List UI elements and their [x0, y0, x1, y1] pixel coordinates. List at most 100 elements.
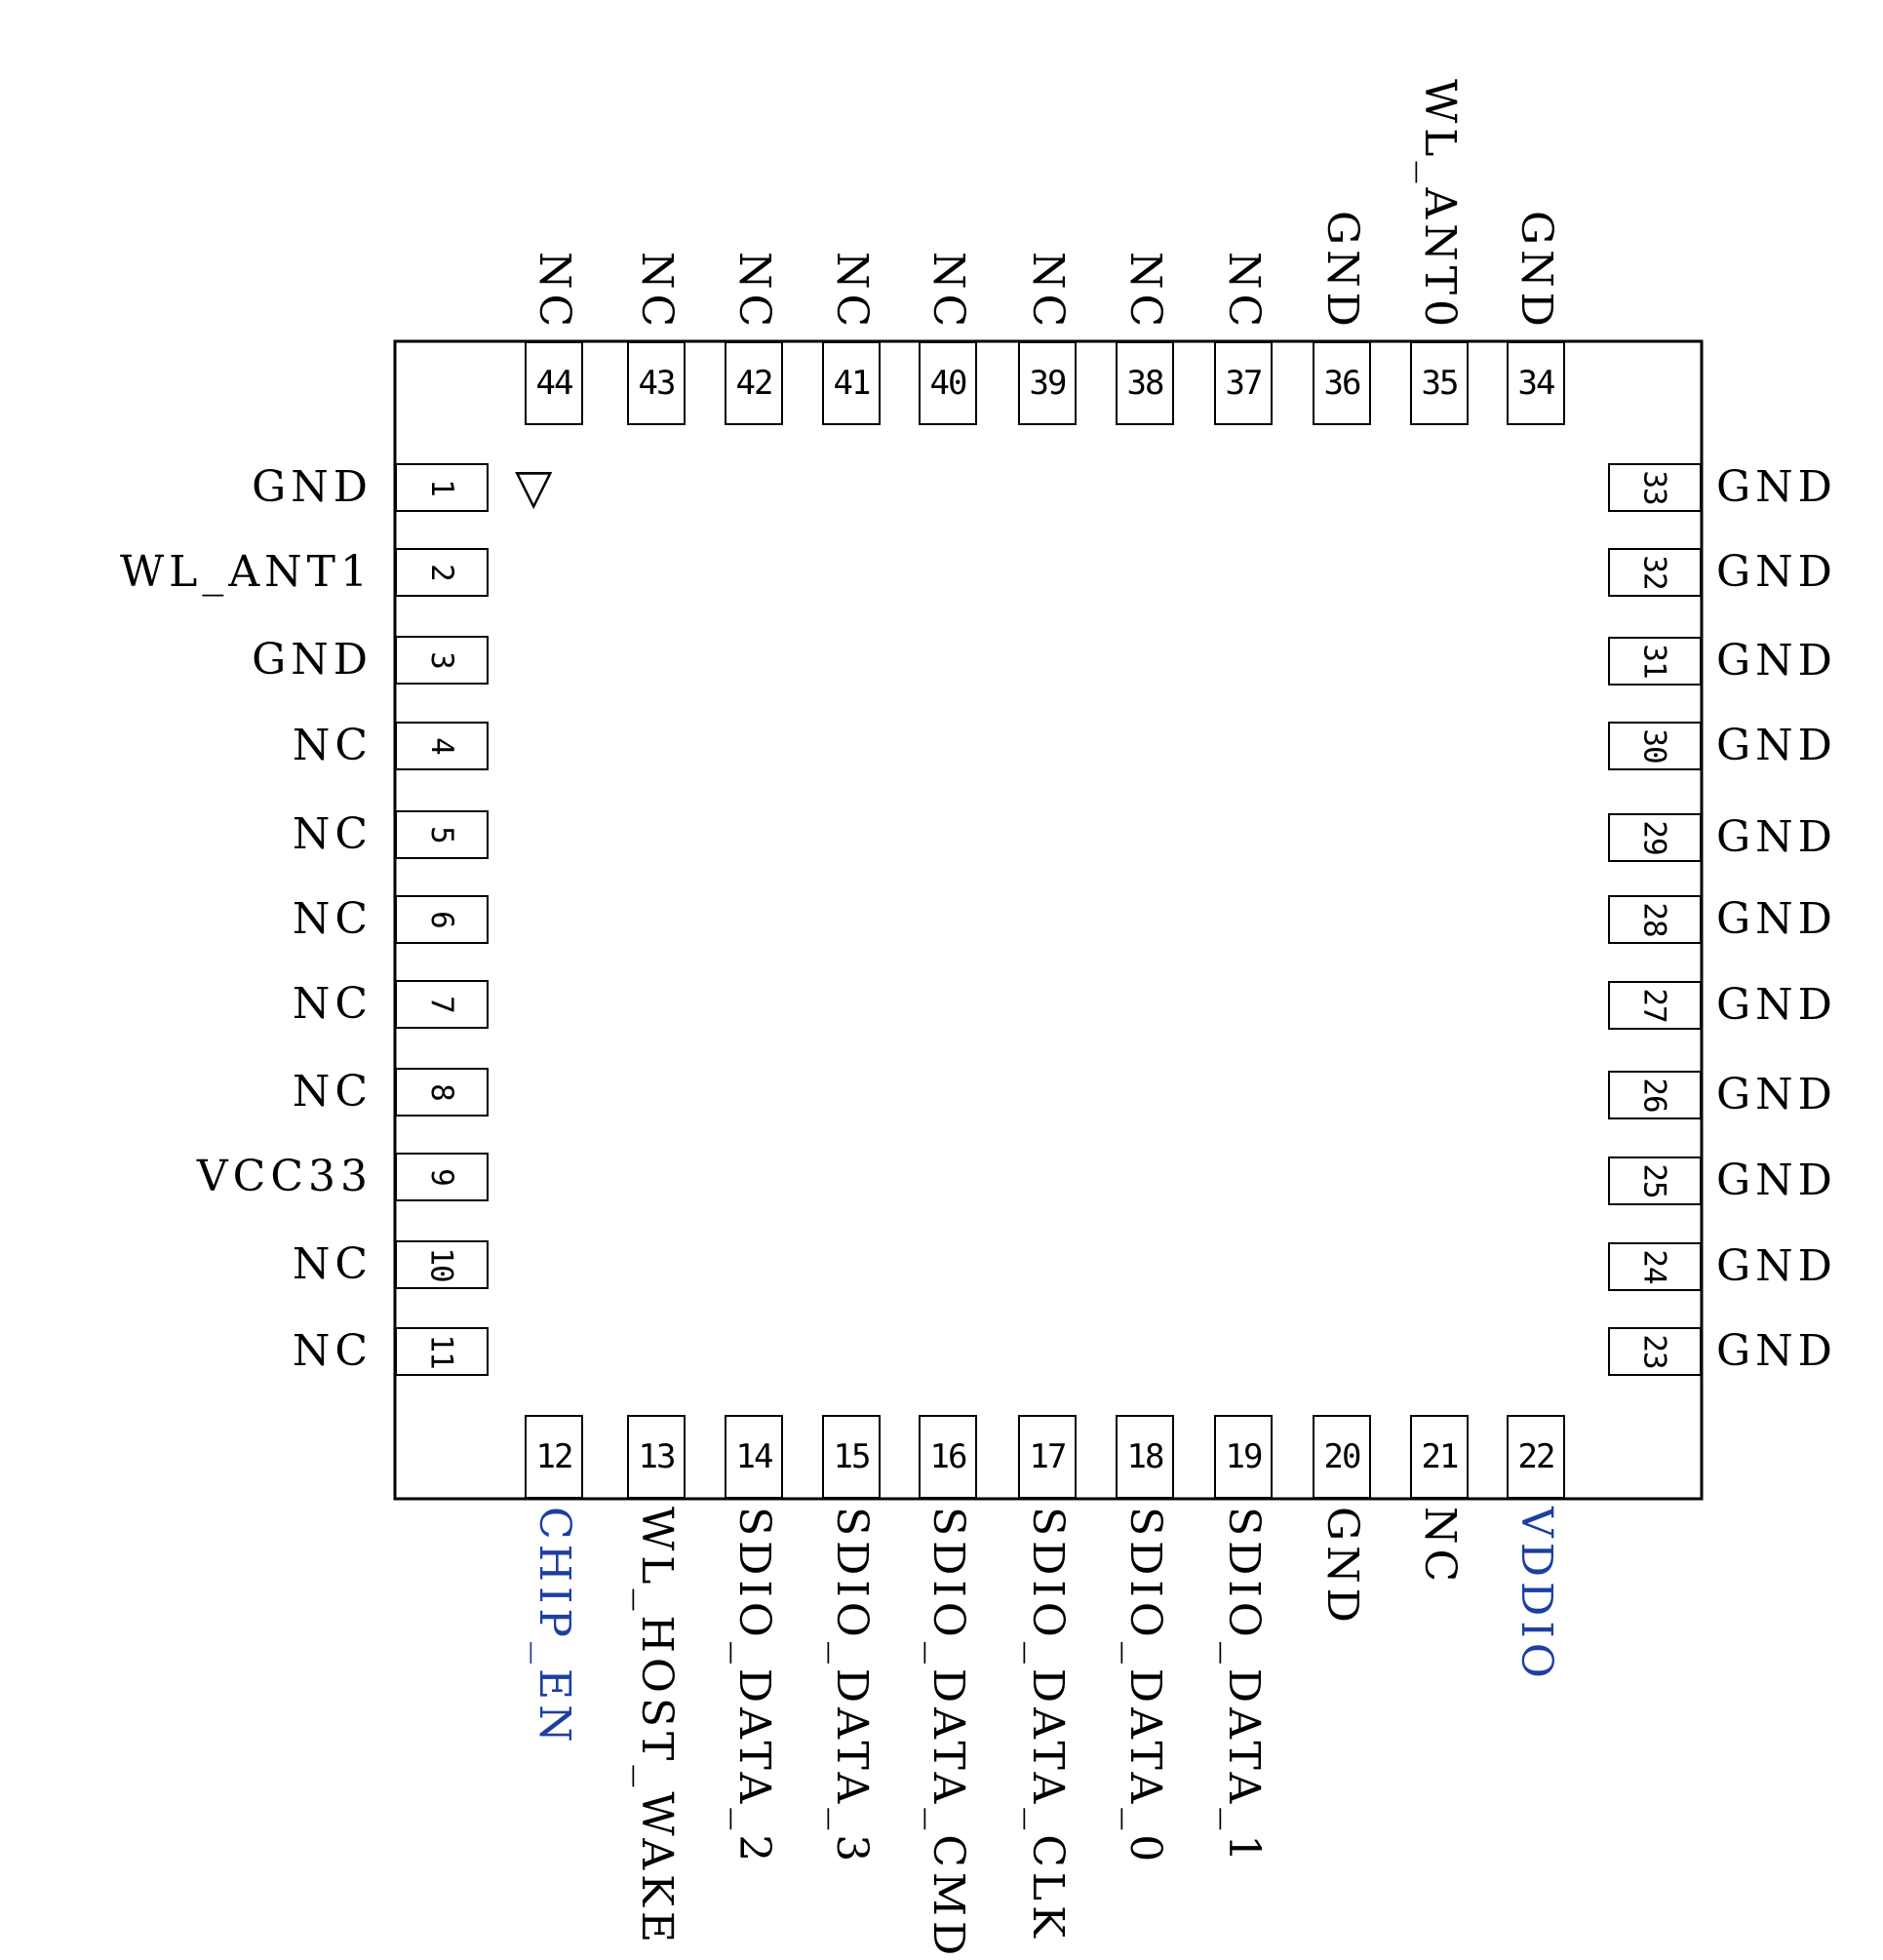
pin-11-signal-label: NC [292, 1326, 373, 1376]
pin-38-pad: 38 [1116, 341, 1174, 425]
pin-number: 20 [1323, 1437, 1362, 1476]
pin-number: 9 [423, 1168, 459, 1186]
pin-43-pad: 43 [627, 341, 686, 425]
pin-12-pad: 12 [525, 1415, 583, 1499]
pin-number: 4 [423, 737, 459, 755]
pin-9-pad: 9 [395, 1153, 489, 1201]
pin-39-signal-label: NC [1023, 251, 1073, 332]
pin-39-pad: 39 [1018, 341, 1077, 425]
pin-8-pad: 8 [395, 1068, 489, 1117]
pin-28-signal-label: GND [1716, 894, 1837, 944]
pin-25-signal-label: GND [1716, 1156, 1837, 1205]
pin-number: 19 [1225, 1437, 1264, 1476]
pin-7-pad: 7 [395, 980, 489, 1029]
pin-number: 5 [423, 826, 459, 843]
pin-26-signal-label: GND [1716, 1070, 1837, 1119]
pin-27-signal-label: GND [1716, 980, 1837, 1030]
pin-5-pad: 5 [395, 810, 489, 859]
pin-7-signal-label: NC [292, 979, 373, 1029]
pin-3-signal-label: GND [252, 635, 373, 685]
pin-6-signal-label: NC [292, 894, 373, 944]
pin-33-signal-label: GND [1716, 462, 1837, 512]
pin-12-signal-label: CHIP_EN [530, 1507, 579, 1747]
pin-37-pad: 37 [1214, 341, 1273, 425]
pin-11-pad: 11 [395, 1327, 489, 1376]
pin-32-signal-label: GND [1716, 547, 1837, 597]
pin-number: 41 [833, 364, 872, 403]
pin-13-signal-label: WL_HOST_WAKE [632, 1507, 682, 1948]
pin-20-signal-label: GND [1317, 1507, 1367, 1627]
pin1-marker-icon: ▽ [515, 458, 553, 515]
pin-19-pad: 19 [1214, 1415, 1273, 1499]
pin-22-pad: 22 [1507, 1415, 1565, 1499]
pin-44-pad: 44 [525, 341, 583, 425]
pin-23-signal-label: GND [1716, 1326, 1837, 1376]
pin-9-signal-label: VCC33 [196, 1152, 373, 1201]
pin-number: 10 [423, 1247, 459, 1282]
pin-number: 35 [1421, 364, 1460, 403]
pin-30-pad: 30 [1608, 722, 1702, 770]
pin-29-signal-label: GND [1716, 812, 1837, 862]
pin-number: 13 [638, 1437, 677, 1476]
pin-34-signal-label: GND [1511, 211, 1561, 332]
pin-4-pad: 4 [395, 722, 489, 770]
pin-number: 36 [1323, 364, 1362, 403]
pin-number: 1 [423, 479, 459, 496]
pin-6-pad: 6 [395, 895, 489, 944]
pin-3-pad: 3 [395, 636, 489, 685]
pin-23-pad: 23 [1608, 1327, 1702, 1376]
pin-17-pad: 17 [1018, 1415, 1077, 1499]
pin-41-pad: 41 [822, 341, 881, 425]
pin-number: 31 [1636, 644, 1672, 679]
pin-27-pad: 27 [1608, 981, 1702, 1030]
pin-18-pad: 18 [1116, 1415, 1174, 1499]
pin-24-pad: 24 [1608, 1242, 1702, 1291]
pin-number: 23 [1636, 1334, 1672, 1369]
pin-number: 27 [1636, 988, 1672, 1023]
pin-number: 37 [1225, 364, 1264, 403]
pin-number: 15 [833, 1437, 872, 1476]
pin-32-pad: 32 [1608, 548, 1702, 597]
pin-2-signal-label: WL_ANT1 [119, 547, 373, 597]
pin-31-pad: 31 [1608, 637, 1702, 686]
pin-number: 14 [735, 1437, 774, 1476]
pin-number: 38 [1126, 364, 1165, 403]
pin-38-signal-label: NC [1120, 251, 1170, 332]
pin-number: 8 [423, 1083, 459, 1101]
pin-number: 32 [1636, 555, 1672, 590]
pin-37-signal-label: NC [1219, 251, 1269, 332]
pin-1-signal-label: GND [252, 462, 373, 512]
pin-number: 44 [535, 364, 574, 403]
pin-13-pad: 13 [627, 1415, 686, 1499]
pin-43-signal-label: NC [632, 251, 682, 332]
pin-15-signal-label: SDIO_DATA_3 [827, 1507, 877, 1867]
pin-40-pad: 40 [919, 341, 977, 425]
pin-17-signal-label: SDIO_DATA_CLK [1023, 1507, 1073, 1942]
pin-34-pad: 34 [1507, 341, 1565, 425]
pin-20-pad: 20 [1313, 1415, 1371, 1499]
pin-16-signal-label: SDIO_DATA_CMD [923, 1507, 973, 1960]
pin-40-signal-label: NC [923, 251, 973, 332]
pin-41-signal-label: NC [827, 251, 877, 332]
pin-14-pad: 14 [725, 1415, 783, 1499]
pin-number: 24 [1636, 1249, 1672, 1284]
pin-19-signal-label: SDIO_DATA_1 [1219, 1507, 1269, 1867]
pin-42-signal-label: NC [729, 251, 779, 332]
pin-10-signal-label: NC [292, 1239, 373, 1289]
pin-18-signal-label: SDIO_DATA_0 [1120, 1507, 1170, 1867]
pin-number: 22 [1517, 1437, 1556, 1476]
pin-number: 16 [929, 1437, 968, 1476]
pin-35-signal-label: WL_ANT0 [1415, 78, 1465, 332]
pin-30-signal-label: GND [1716, 721, 1837, 770]
pin-number: 43 [638, 364, 677, 403]
pin-31-signal-label: GND [1716, 636, 1837, 686]
pin-number: 18 [1126, 1437, 1165, 1476]
pin-29-pad: 29 [1608, 813, 1702, 862]
pin-10-pad: 10 [395, 1240, 489, 1289]
pin-16-pad: 16 [919, 1415, 977, 1499]
pin-33-pad: 33 [1608, 463, 1702, 512]
pin-36-signal-label: GND [1317, 211, 1367, 332]
pin-14-signal-label: SDIO_DATA_2 [729, 1507, 779, 1867]
pin-25-pad: 25 [1608, 1156, 1702, 1205]
